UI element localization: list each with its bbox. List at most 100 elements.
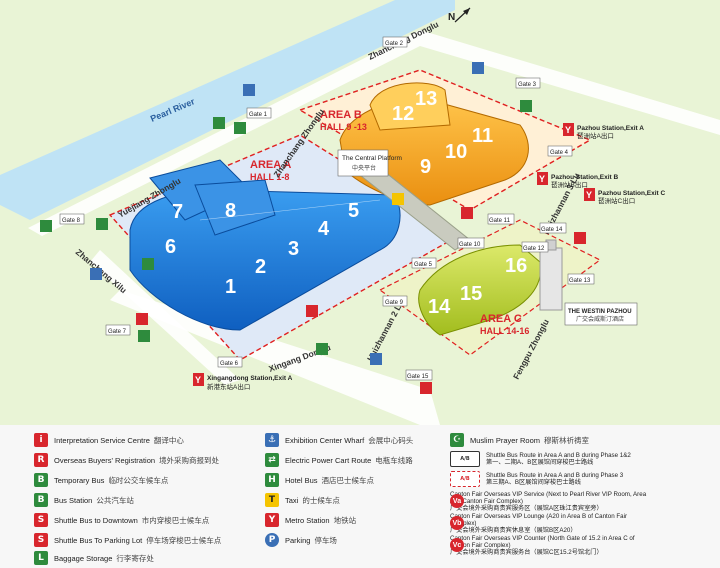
compass-icon: N bbox=[448, 7, 471, 23]
area-c-title: AREA C bbox=[480, 313, 522, 325]
hall-9: 9 bbox=[420, 156, 431, 178]
hall-15: 15 bbox=[460, 283, 482, 305]
prayer-room-icon[interactable] bbox=[142, 258, 154, 270]
station-pazhou-b-cn: 琶洲站B出口 bbox=[551, 180, 588, 189]
shuttle-icon[interactable] bbox=[574, 232, 586, 244]
gate-4[interactable]: Gate 4 bbox=[550, 150, 569, 156]
station-xingang-cn: 新港东站A出口 bbox=[207, 382, 250, 391]
gate-7[interactable]: Gate 7 bbox=[108, 329, 127, 335]
station-xingang[interactable]: Xingangdong Station,Exit A bbox=[207, 375, 293, 382]
metro-icon bbox=[537, 172, 548, 185]
shuttle-icon[interactable] bbox=[461, 207, 473, 219]
metro-icon bbox=[563, 123, 574, 136]
parking-icon[interactable] bbox=[90, 268, 102, 280]
hall-13: 13 bbox=[415, 88, 437, 110]
hall-14: 14 bbox=[428, 296, 451, 318]
hall-6: 6 bbox=[165, 236, 176, 258]
registration-icon: R bbox=[34, 453, 48, 467]
gate-6[interactable]: Gate 6 bbox=[220, 361, 239, 367]
gate-1[interactable]: Gate 1 bbox=[249, 112, 268, 118]
shuttle-icon[interactable] bbox=[420, 382, 432, 394]
shuttle-route-icon: A/B bbox=[450, 451, 480, 467]
gate-14[interactable]: Gate 14 bbox=[541, 227, 563, 233]
station-pazhou-c-cn: 琶洲站C出口 bbox=[598, 196, 635, 205]
area-a-halls bbox=[129, 159, 401, 331]
hall-1: 1 bbox=[225, 276, 236, 298]
cart-route-icon: ⇄ bbox=[265, 453, 279, 467]
legend-vip-b: Vb Canton Fair Overseas VIP Lounge (A20 … bbox=[450, 512, 628, 534]
station-pazhou-c[interactable]: Pazhou Station,Exit C bbox=[598, 190, 665, 197]
gate-12[interactable]: Gate 12 bbox=[523, 246, 545, 252]
gate-8[interactable]: Gate 8 bbox=[62, 218, 81, 224]
hall-4: 4 bbox=[318, 218, 330, 240]
gate-3[interactable]: Gate 3 bbox=[518, 82, 537, 88]
map-canvas: Pearl River 1 2 3 4 5 6 7 8 9 10 11 bbox=[0, 0, 720, 425]
parking-icon[interactable] bbox=[472, 62, 484, 74]
station-pazhou-b[interactable]: Pazhou Station,Exit B bbox=[551, 174, 618, 181]
legend-vip-c: Vc Canton Fair Overseas VIP Counter (Nor… bbox=[450, 534, 635, 556]
hall-12: 12 bbox=[392, 103, 414, 125]
area-b-title: AREA B bbox=[320, 109, 362, 121]
road-xingang bbox=[110, 290, 440, 425]
bus-icon[interactable] bbox=[520, 100, 532, 112]
bus-station-icon: B bbox=[34, 493, 48, 507]
parking-icon[interactable] bbox=[370, 353, 382, 365]
hall-16: 16 bbox=[505, 255, 527, 277]
svg-text:Y: Y bbox=[539, 174, 545, 184]
gate-13[interactable]: Gate 13 bbox=[569, 278, 591, 284]
bus-station-icon[interactable] bbox=[40, 220, 52, 232]
vip-c-icon: Vc bbox=[450, 538, 464, 552]
vip-a-icon: Va bbox=[450, 494, 464, 508]
area-a-title: AREA A bbox=[250, 159, 291, 171]
gate-15[interactable]: Gate 15 bbox=[407, 374, 429, 380]
bus-icon[interactable] bbox=[316, 343, 328, 355]
legend-vip-a: Va Canton Fair Overseas VIP Service (Nex… bbox=[450, 490, 647, 512]
wharf-icon: ⚓ bbox=[265, 433, 279, 447]
poi-icons bbox=[40, 62, 586, 394]
taxi-icon[interactable] bbox=[392, 193, 404, 205]
bus-icon[interactable] bbox=[138, 330, 150, 342]
bus-icon[interactable] bbox=[234, 122, 246, 134]
central-platform-label: The Central Platform bbox=[342, 155, 402, 162]
svg-text:Y: Y bbox=[586, 190, 592, 200]
hall-3: 3 bbox=[288, 238, 299, 260]
svg-text:Y: Y bbox=[195, 375, 201, 385]
station-pazhou-a[interactable]: Pazhou Station,Exit A bbox=[577, 125, 644, 132]
area-c-halls-label: HALL 14-16 bbox=[480, 326, 529, 336]
gate-5[interactable]: Gate 5 bbox=[414, 262, 433, 268]
hall-8: 8 bbox=[225, 200, 236, 222]
shuttle-icon[interactable] bbox=[306, 305, 318, 317]
bus-station-icon[interactable] bbox=[96, 218, 108, 230]
wharf-icon[interactable] bbox=[243, 84, 255, 96]
gate-10[interactable]: Gate 10 bbox=[459, 242, 481, 248]
parking-icon: P bbox=[265, 533, 279, 547]
legend-shuttle-route-phase3: A/B Shuttle Bus Route in Area A and B du… bbox=[450, 471, 686, 487]
area-b-halls-label: HALL 9 -13 bbox=[320, 122, 367, 132]
bus-icon[interactable] bbox=[213, 117, 225, 129]
temporary-bus-icon: B bbox=[34, 473, 48, 487]
area-a-halls-label: HALL 1-8 bbox=[250, 172, 289, 182]
gate-11[interactable]: Gate 11 bbox=[489, 218, 511, 224]
road-north bbox=[28, 30, 720, 236]
vip-b-icon: Vb bbox=[450, 516, 464, 530]
hall-2: 2 bbox=[255, 256, 266, 278]
shuttle-icon[interactable] bbox=[136, 313, 148, 325]
gate-2[interactable]: Gate 2 bbox=[385, 41, 404, 47]
hall-10: 10 bbox=[445, 141, 467, 163]
svg-text:Y: Y bbox=[565, 125, 571, 135]
area-c-halls bbox=[418, 244, 542, 336]
gate-9[interactable]: Gate 9 bbox=[385, 300, 404, 306]
shuttle-parking-icon: S bbox=[34, 533, 48, 547]
prayer-room-icon: ☪ bbox=[450, 433, 464, 447]
